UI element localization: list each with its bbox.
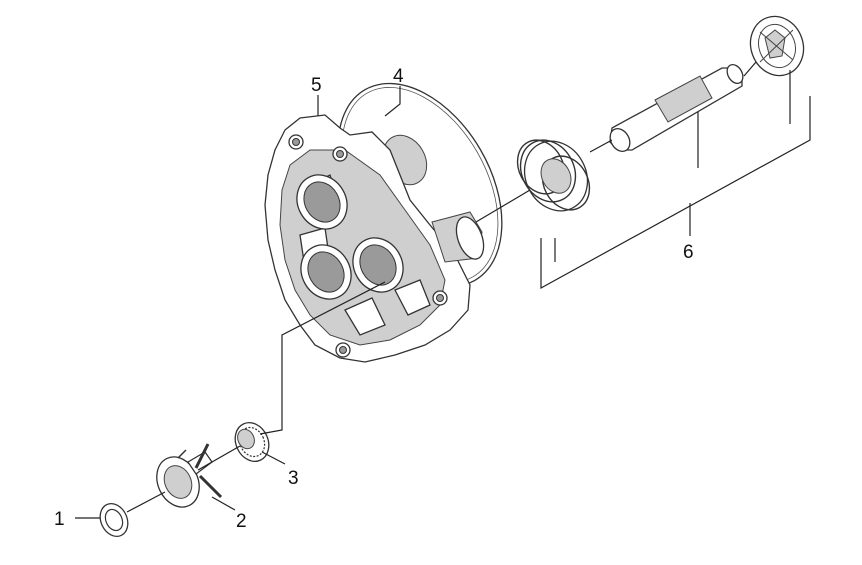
o-ring-small (99, 502, 129, 538)
callout-1: 1 (54, 509, 65, 530)
piston-rod (609, 64, 744, 152)
callout-6: 6 (683, 242, 694, 263)
valve-nut (234, 422, 270, 462)
callout-3: 3 (288, 468, 299, 489)
retainer-disc (749, 15, 805, 77)
callout-4: 4 (393, 66, 404, 87)
callout-labels: 1 2 3 4 5 6 (54, 66, 694, 532)
callout-2: 2 (236, 511, 247, 532)
leader-lines (75, 61, 811, 519)
callout-5: 5 (311, 75, 322, 96)
spring (516, 139, 591, 212)
pump-head-housing (264, 114, 485, 363)
valve-body (156, 443, 223, 508)
